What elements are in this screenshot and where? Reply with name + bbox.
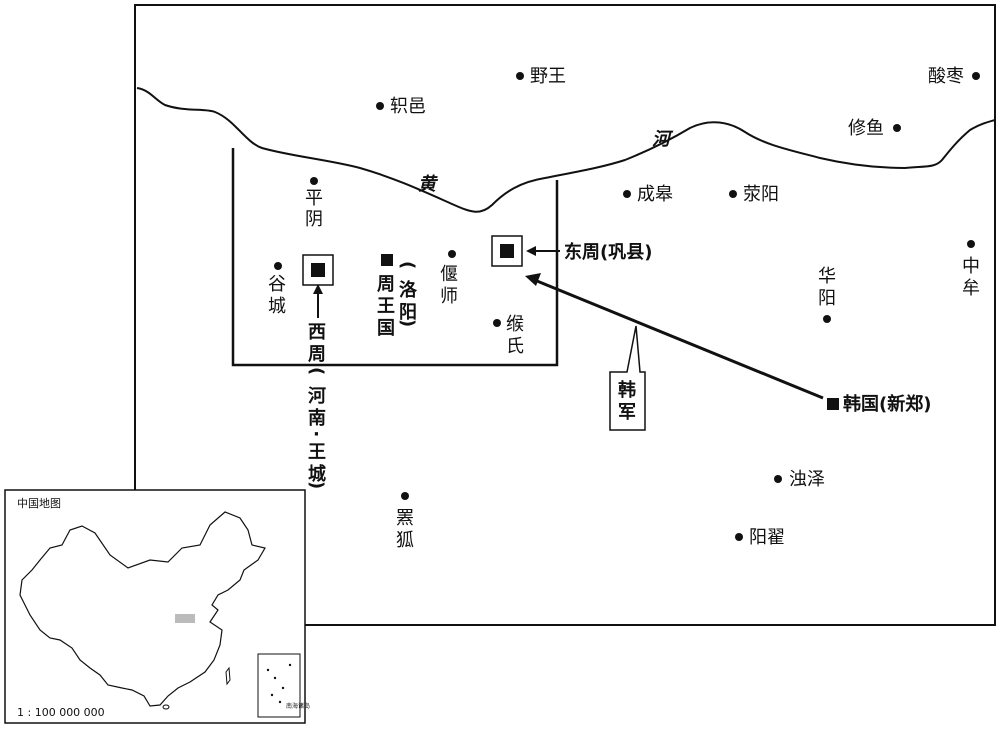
city-label-2: 阴 [305,209,323,230]
svg-text:王: 王 [308,442,326,463]
xizhou-marker [302,254,334,286]
river-label-huang: 黄 [418,174,439,195]
city-label: 阳翟 [749,527,785,548]
island-dot [281,686,285,690]
island-dot [266,668,270,672]
city-label: 浊泽 [789,469,825,490]
city-yanshi: 偃 师 [440,250,458,307]
study-area-highlight [175,614,195,623]
city-chenggao: 成皋 [623,184,673,205]
city-label: 野王 [530,66,566,87]
river-label-he: 河 [652,129,674,150]
city-label-2: 氏 [506,336,524,357]
city-yewang: 野王 [516,66,566,87]
city-label-2: 牟 [962,278,980,299]
city-label: 修鱼 [848,118,884,139]
city-label-1: 平 [305,188,323,209]
svg-text:周: 周 [377,274,395,295]
city-goushi: 缑 氏 [493,314,524,357]
inset-title: 中国地图 [17,497,61,510]
dongzhou-arrowhead [526,246,536,256]
city-label: 成皋 [637,184,673,205]
svg-text:河: 河 [308,386,326,407]
xizhou-label: 西 周 ( 河 南 · 王 城 ) [306,322,327,489]
svg-text:城: 城 [308,463,326,485]
city-xingyang: 荥阳 [729,184,779,205]
city-zhiyi: 轵邑 [376,96,426,117]
city-label: 酸枣 [928,66,964,87]
city-huayang: 华 阳 [818,266,836,323]
svg-text:军: 军 [618,402,636,423]
china-outline [19,511,266,707]
dongzhou-label: 东周(巩县) [564,241,652,263]
svg-text:(: ( [306,367,327,375]
city-zhuoze: 浊泽 [774,469,825,490]
island-dot [270,693,274,697]
han-army-callout: 韩 军 [609,325,646,431]
svg-text:西: 西 [308,322,326,343]
south-sea-label: 南海诸岛 [286,702,310,710]
zhou-kingdom-marker [381,254,393,266]
hainan-island [162,704,170,710]
svg-text:阳: 阳 [399,302,417,323]
island-dot [273,676,277,680]
svg-text:·: · [313,424,320,445]
xizhou-arrowhead [313,284,323,294]
city-zhongmou: 中 牟 [962,240,980,299]
svg-text:国: 国 [377,318,395,339]
city-label-2: 阳 [818,288,836,309]
city-label-1: 偃 [440,264,458,285]
city-label-2: 狐 [396,530,414,551]
zhou-kingdom-boundary [231,148,559,367]
city-label-2: 师 [440,286,458,307]
svg-text:): ) [397,319,418,327]
city-yangzhai: 阳翟 [735,527,785,548]
island-dot [278,700,282,704]
inset-scale: 1 : 100 000 000 [17,706,105,719]
han-army-arrowhead [525,273,541,286]
han-army-arrow [536,279,824,400]
inset-map: 中国地图 南海诸岛 1 : 100 000 000 [4,489,310,724]
svg-text:王: 王 [377,296,395,317]
svg-text:(: ( [397,261,418,269]
svg-text:南: 南 [308,407,326,429]
taiwan-island [225,666,231,686]
svg-text:韩: 韩 [618,379,636,401]
south-sea-inset [257,653,301,718]
svg-text:周: 周 [308,344,326,365]
city-xiuyu: 修鱼 [848,118,901,139]
svg-text:): ) [306,481,327,489]
city-pingyin: 平 阴 [305,177,323,230]
city-label-1: 罴 [396,508,414,529]
city-label: 荥阳 [743,184,779,205]
city-label-1: 谷 [268,274,286,295]
city-label-1: 华 [818,266,836,287]
city-suanzao: 酸枣 [928,66,980,87]
city-label-2: 城 [268,296,286,317]
city-gouhu: 罴 狐 [396,492,414,551]
han-state-label: 韩国(新郑) [843,393,931,415]
yellow-river [136,87,996,213]
city-label-1: 缑 [506,314,524,335]
city-label: 轵邑 [390,96,426,117]
city-label-1: 中 [962,256,980,277]
svg-text:洛: 洛 [399,279,418,301]
zhou-kingdom-label: 周 王 国 ( 洛 阳 ) [377,261,418,339]
city-gucheng: 谷 城 [268,262,286,317]
island-dot [288,663,292,667]
han-state-marker [827,398,839,410]
dongzhou-marker [491,235,523,267]
